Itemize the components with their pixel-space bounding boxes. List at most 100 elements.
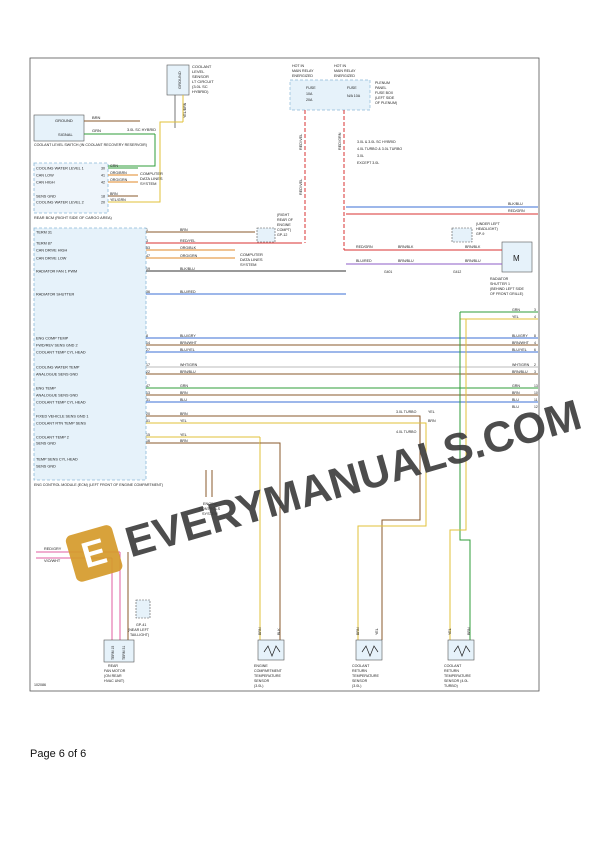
ecm-wire-label: BRN <box>180 412 188 416</box>
temp-sensor-box <box>355 639 383 661</box>
rear-bcm-label: REAR BCM (RIGHT SIDE OF CARGO AREA) <box>34 216 113 220</box>
ecm-wire-label: BLU/RED <box>180 290 196 294</box>
bcm-pin-number: 42 <box>101 181 105 185</box>
right-pin-number: 4 <box>534 315 536 319</box>
ecm-box <box>33 227 147 481</box>
sensor-wire-label-2: BLK <box>277 628 281 635</box>
bcm-pin-number: 30 <box>101 167 105 171</box>
right-pin-number: 4 <box>534 341 536 345</box>
ecm-wire-label: BRN <box>180 439 188 443</box>
fuse-label-c: FUSE <box>347 86 357 90</box>
brnblu-label-1: BRN/BLU <box>398 259 414 263</box>
sensor-wire-label-1: BRN <box>356 627 360 635</box>
ecm-title: ENG CONTROL MODULE (ECM) (LEFT FRONT OF … <box>34 483 163 487</box>
diagram-frame <box>29 57 540 692</box>
brnblk-label-1: BRN/BLK <box>398 245 414 249</box>
g401-label: G401 <box>384 270 392 274</box>
bcm-pin-label: CAN HIGH <box>36 181 55 185</box>
ecm-pin-number: 22 <box>146 370 150 374</box>
tag-3l-turbo: 3.0L TURBO <box>396 410 417 414</box>
ecm-pin-number: 31 <box>146 398 150 402</box>
ecm-wire-label: BRN <box>180 228 188 232</box>
tag-4l-turbo: 4.0L TURBO <box>396 430 417 434</box>
sensor-wire-label-1: YEL <box>448 628 452 635</box>
ecm-pin-label: TEMP SENS CYL HEAD <box>36 458 78 462</box>
wire-eng-comp-brn <box>260 442 281 640</box>
gp12-connector <box>256 227 276 243</box>
ecm-pin-label: TERM 87 <box>36 242 52 246</box>
fuse-val-b: 20A <box>306 98 313 102</box>
right-wire-label: YEL <box>512 315 519 319</box>
ecm-pin-number: 47 <box>146 384 150 388</box>
right-wire-label: BRN/BLU <box>512 370 528 374</box>
ecm-pin-label: ANALOGUE SENS GND <box>36 394 78 398</box>
ecm-pin-number: 51 <box>146 419 150 423</box>
right-wire-label: GRN <box>512 384 520 388</box>
wire-right-grn-down <box>459 312 471 640</box>
fuse-label-d: N/A 10A <box>347 94 361 98</box>
blkblu-label: BLK/BLU <box>508 202 523 206</box>
fuse-label-a: FUSE <box>306 86 316 90</box>
right-pin-number: 6 <box>534 348 536 352</box>
bcm-wire-label: GRN <box>110 164 118 168</box>
switch-ground-label: GROUND <box>55 118 73 123</box>
ecm-pin-number: 36 <box>146 290 150 294</box>
redgrn-top-label: RED/GRN <box>508 209 525 213</box>
ecm-pin-label: ANALOGUE SENS GND <box>36 373 78 377</box>
ecm-pin-number: 13 <box>146 391 150 395</box>
right-pin-number: 13 <box>534 384 538 388</box>
ecm-pin-number: 53 <box>146 246 150 250</box>
ecm-pin-label: COOLANT TEMP 2 <box>36 436 69 440</box>
viowht-bottom-label: VIO/WHT <box>44 559 61 563</box>
ecm-wire-label: YEL <box>180 433 187 437</box>
temp-sensor-box <box>447 639 475 661</box>
ecm-pin-label: CAN DRIVE LOW <box>36 257 67 261</box>
right-wire-label: BLU/YEL <box>512 348 527 352</box>
right-pin-number: 2 <box>534 363 536 367</box>
switch-signal-label: SIGNAL <box>58 132 73 137</box>
ecm-pin-number: 3 <box>146 239 148 243</box>
ecm-pin-number: 47 <box>146 254 150 258</box>
redgry-bottom-label: RED/GRY <box>44 547 62 551</box>
gp41-connector <box>135 599 151 619</box>
sensor-ground-label: GROUND <box>177 71 182 89</box>
bcm-wire-label: YEL/GRN <box>110 198 126 202</box>
rear-bcm-box <box>33 162 109 214</box>
bcm-wire-label: BRN <box>110 192 118 196</box>
right-pin-number: 10 <box>534 391 538 395</box>
ecm-wire-label: YEL <box>180 419 187 423</box>
right-wire-label: GRN <box>512 308 520 312</box>
redgrn-label: RED/GRN <box>338 132 342 150</box>
ecm-pin-label: RADIATOR SHUTTER <box>36 293 75 297</box>
sensor-wire-label-2: YEL <box>375 628 379 635</box>
g412-label: G412 <box>453 270 461 274</box>
thermistor-icon <box>263 645 281 657</box>
blured-shutter-label: BLU/RED <box>356 259 372 263</box>
right-wire-label: BLU <box>512 398 519 402</box>
bcm-pin-label: COOLING WATER LEVEL 1 <box>36 167 84 171</box>
right-wire-label: BLU/GRY <box>512 334 528 338</box>
figure-id: 102086 <box>34 683 46 687</box>
radiator-shutter-box <box>501 241 533 273</box>
redvel-label-1: RED/VEL <box>299 134 303 150</box>
wire-switch-signal-run <box>108 134 156 167</box>
wire-label-grn: GRN <box>92 128 101 133</box>
ecm-pin-label: SENS GND <box>36 442 56 446</box>
ecm-pin-label: COOLING WATER TEMP <box>36 366 80 370</box>
right-pin-number: 8 <box>534 334 536 338</box>
term15-label: TERM 15 <box>111 646 115 660</box>
bcm-wire-label: ORG/GRN <box>110 178 128 182</box>
ecm-pin-number: 19 <box>146 267 150 271</box>
ecm-wire-label: WHT/GRN <box>180 363 198 367</box>
coolant-level-sensor-box <box>166 64 190 96</box>
bcm-pin-number: 20 <box>101 201 105 205</box>
fuse-block-box <box>289 79 371 111</box>
